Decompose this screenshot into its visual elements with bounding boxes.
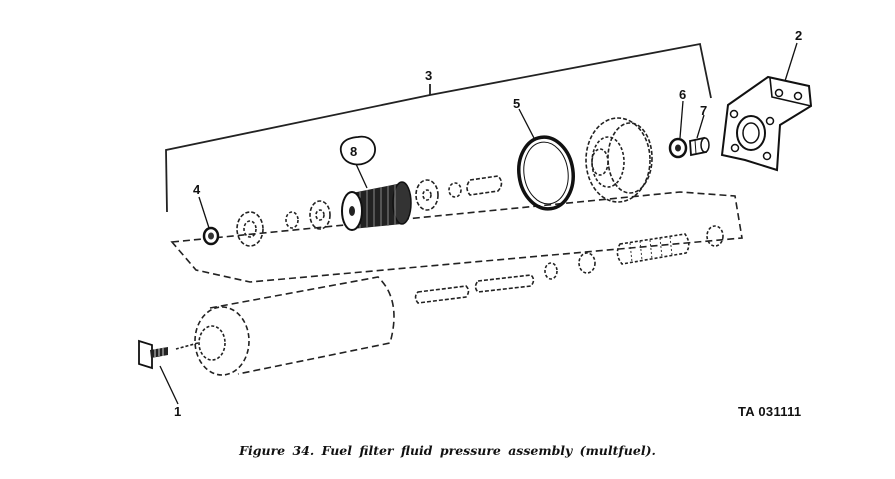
dashed-bowl xyxy=(585,117,653,203)
callout-8: 8 xyxy=(350,144,357,159)
part-5-o-ring xyxy=(517,135,575,211)
figure-caption: Figure 34. Fuel filter fluid pressure as… xyxy=(239,443,656,458)
callout-7: 7 xyxy=(700,103,707,118)
callout-5: 5 xyxy=(513,96,520,111)
lower-canister xyxy=(175,276,395,376)
callout-4: 4 xyxy=(193,182,201,197)
callout-8-highlight-circle xyxy=(339,135,376,166)
part-6-gasket xyxy=(668,137,688,159)
ta-code-label: TA 031111 xyxy=(738,404,802,419)
part-4-washer xyxy=(202,226,220,246)
callout-1: 1 xyxy=(174,404,181,419)
lower-parts-row xyxy=(414,225,724,304)
group-3-bracket xyxy=(165,42,712,213)
part-8-filter-element xyxy=(341,181,412,231)
callout-2: 2 xyxy=(795,28,802,43)
leader-lines xyxy=(159,42,798,405)
callout-3: 3 xyxy=(425,68,432,83)
callout-6: 6 xyxy=(679,87,686,102)
part-2-mounting-bracket xyxy=(720,75,813,172)
dashed-fittings-middle xyxy=(415,175,503,211)
part-7-fitting xyxy=(689,136,710,157)
dashed-fittings-left xyxy=(236,200,331,247)
part-1-clip xyxy=(138,339,168,370)
upper-housing-outline xyxy=(170,191,743,283)
